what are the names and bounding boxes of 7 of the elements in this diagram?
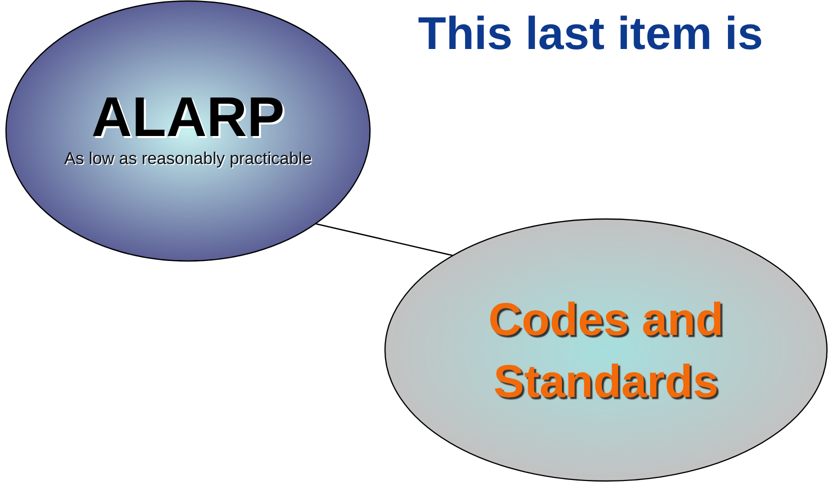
node-subtitle: As low as reasonably practicable [64,149,312,169]
slide-title: This last item is [418,6,764,60]
node-title: ALARP [92,85,284,150]
ellipse-node [385,219,827,481]
connector-line [315,223,454,256]
ellipse-node [6,1,370,261]
node-title: Codes and Standards [487,292,725,409]
